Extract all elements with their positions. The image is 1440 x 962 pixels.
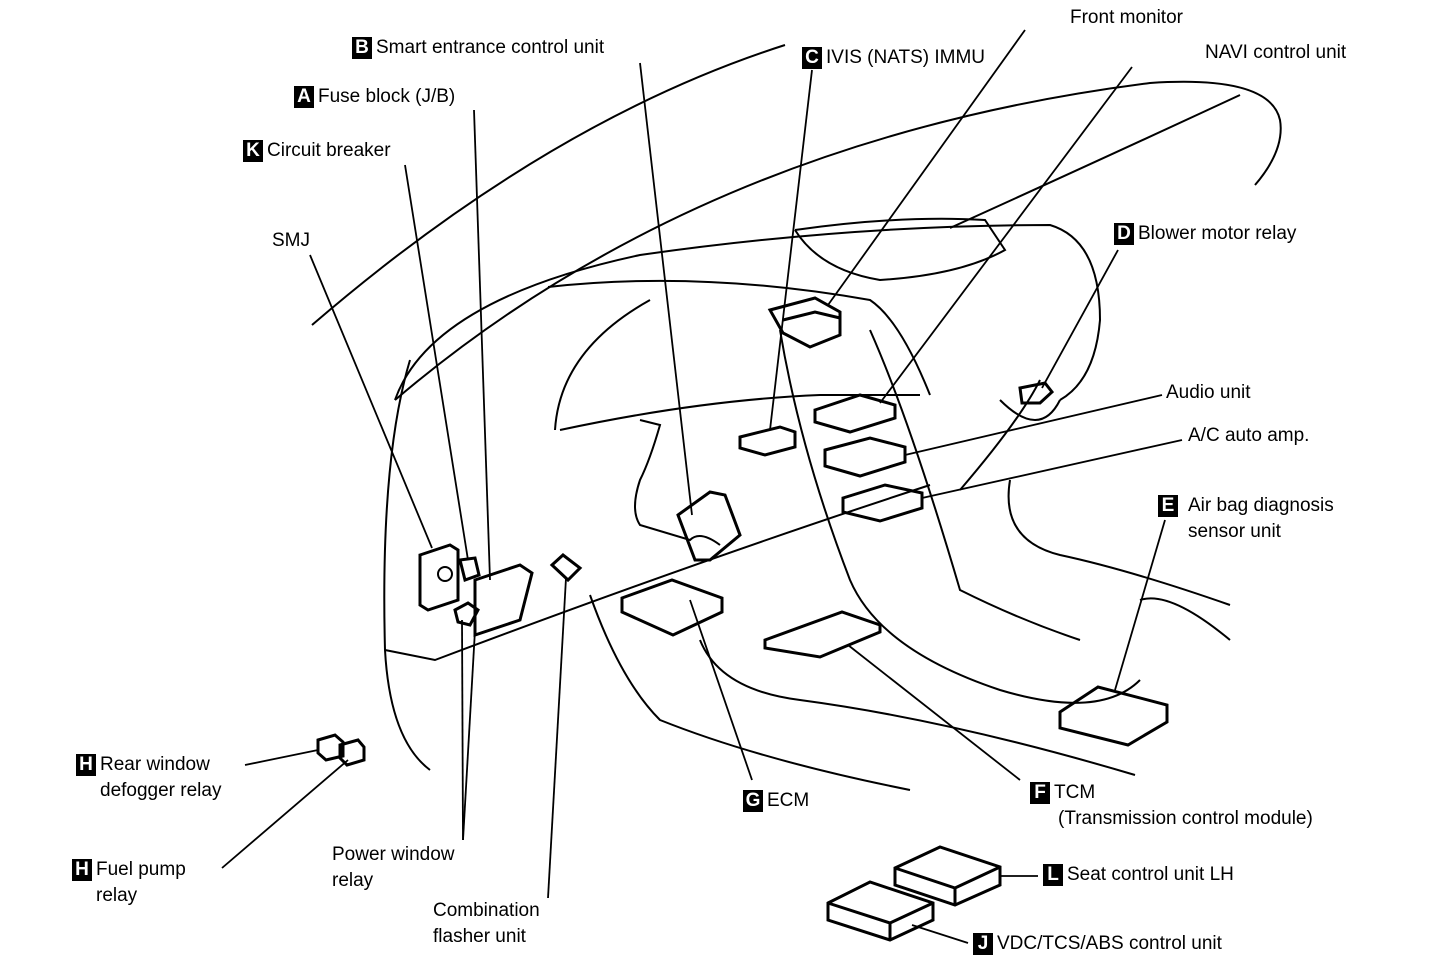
leader-ecm bbox=[689, 599, 753, 781]
circuit-breaker-box bbox=[458, 556, 481, 582]
smj-box bbox=[418, 543, 460, 612]
label-front-monitor: Front monitor bbox=[1070, 7, 1183, 28]
tcm-box bbox=[763, 610, 882, 659]
badge-a: A bbox=[294, 86, 314, 108]
ac-amp-box bbox=[841, 483, 924, 523]
badge-b: B bbox=[352, 37, 372, 59]
steering-column bbox=[634, 419, 721, 546]
leader-audio bbox=[904, 394, 1163, 456]
seat-control-unit-box bbox=[893, 845, 1002, 907]
leader-tcm bbox=[847, 644, 1021, 781]
label-smj: SMJ bbox=[272, 230, 310, 251]
center-console-right bbox=[869, 329, 1081, 641]
airbag-unit-box bbox=[1058, 685, 1169, 747]
windshield-outline bbox=[311, 44, 786, 326]
audio-unit-box bbox=[823, 436, 907, 478]
badge-l: L bbox=[1043, 864, 1063, 886]
leader-fuse-block bbox=[473, 109, 491, 581]
badge-e: E bbox=[1158, 495, 1178, 517]
blower-relay-box bbox=[1018, 381, 1055, 405]
rear-defogger-relay-box bbox=[316, 733, 345, 762]
badge-h-defogger: H bbox=[76, 754, 96, 776]
badge-c: C bbox=[802, 47, 822, 69]
fuel-pump-relay-box bbox=[338, 738, 366, 767]
leader-vdc bbox=[911, 924, 969, 944]
leader-navi bbox=[879, 66, 1133, 404]
dash-top-outline bbox=[394, 80, 1282, 401]
ecm-box bbox=[620, 578, 724, 637]
leader-smj bbox=[309, 254, 433, 549]
leader-front-monitor bbox=[827, 29, 1026, 306]
navi-unit-box bbox=[813, 393, 897, 434]
power-window-relay-box bbox=[453, 601, 480, 627]
smart-entrance-box bbox=[676, 490, 742, 562]
flasher-unit-box bbox=[549, 553, 583, 583]
leader-power-window-2 bbox=[462, 629, 476, 841]
badge-j: J bbox=[973, 933, 993, 955]
leader-rear-defogger bbox=[244, 749, 319, 766]
windshield-line-2 bbox=[949, 94, 1241, 229]
badge-d: D bbox=[1114, 223, 1134, 245]
floor-front bbox=[959, 379, 1061, 491]
leader-flasher bbox=[547, 577, 567, 899]
badge-g: G bbox=[743, 790, 763, 812]
floor-tunnel bbox=[589, 594, 1136, 791]
fuse-block-box bbox=[473, 563, 534, 638]
ivis-box bbox=[738, 425, 797, 457]
leader-circuit-breaker bbox=[404, 164, 469, 561]
badge-h-fuel: H bbox=[72, 859, 92, 881]
leader-power-window bbox=[461, 619, 464, 841]
label-audio: Audio unit bbox=[1166, 382, 1251, 403]
dash-upper-edge bbox=[394, 223, 1102, 401]
a-pillar bbox=[383, 359, 431, 771]
passenger-footwell bbox=[1007, 479, 1231, 641]
lower-dash bbox=[384, 484, 931, 662]
dash-inner-edge bbox=[554, 299, 920, 431]
label-navi: NAVI control unit bbox=[1205, 42, 1347, 63]
meter-hood bbox=[547, 279, 931, 396]
leader-smart-entrance bbox=[639, 62, 693, 516]
badge-f: F bbox=[1030, 782, 1050, 804]
front-monitor-box bbox=[767, 296, 842, 349]
smj-connector bbox=[437, 566, 453, 582]
badge-k: K bbox=[243, 140, 263, 162]
leader-airbag bbox=[1114, 519, 1166, 691]
leader-blower bbox=[1041, 249, 1119, 389]
label-ac-amp: A/C auto amp. bbox=[1188, 425, 1310, 446]
front-monitor-hood bbox=[794, 217, 1007, 282]
vdc-unit-box bbox=[826, 880, 935, 942]
leader-fuel-pump bbox=[221, 759, 349, 869]
leader-ivis bbox=[769, 69, 813, 431]
leader-ac-amp bbox=[921, 439, 1183, 499]
